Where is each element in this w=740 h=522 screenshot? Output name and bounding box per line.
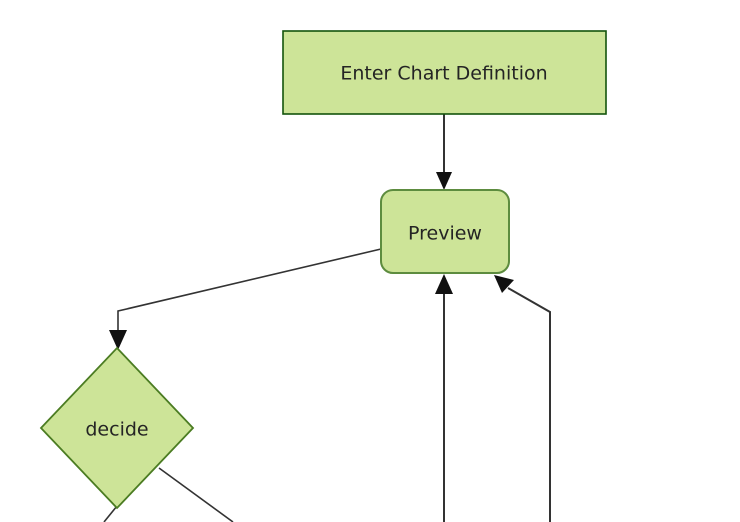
edge-decide-right-offscreen[interactable] bbox=[158, 467, 234, 522]
node-rect bbox=[282, 30, 607, 115]
node-diamond bbox=[39, 346, 195, 510]
edge-preview-to-decide[interactable] bbox=[109, 248, 382, 350]
edge-line bbox=[117, 248, 382, 338]
edge-line bbox=[103, 505, 118, 522]
edge-line bbox=[158, 467, 234, 522]
node-enter-chart-definition[interactable]: Enter Chart Definition bbox=[282, 30, 607, 115]
arrowhead-up-left-icon bbox=[494, 275, 514, 293]
node-rounded-rect bbox=[380, 189, 510, 274]
edge-return-right-to-preview[interactable] bbox=[494, 275, 551, 522]
arrowhead-down-icon bbox=[109, 330, 127, 350]
node-layer: Enter Chart Definition Preview decide bbox=[39, 30, 607, 510]
node-preview[interactable]: Preview bbox=[380, 189, 510, 274]
edge-return-center-to-preview[interactable] bbox=[435, 274, 453, 522]
edge-line bbox=[507, 287, 551, 522]
edge-layer bbox=[103, 114, 551, 522]
edge-decide-bottom-offscreen[interactable] bbox=[103, 505, 118, 522]
arrowhead-down-icon bbox=[436, 172, 452, 190]
edge-enter-to-preview[interactable] bbox=[436, 114, 452, 190]
arrowhead-up-icon bbox=[435, 274, 453, 294]
node-decide[interactable]: decide bbox=[39, 346, 195, 510]
